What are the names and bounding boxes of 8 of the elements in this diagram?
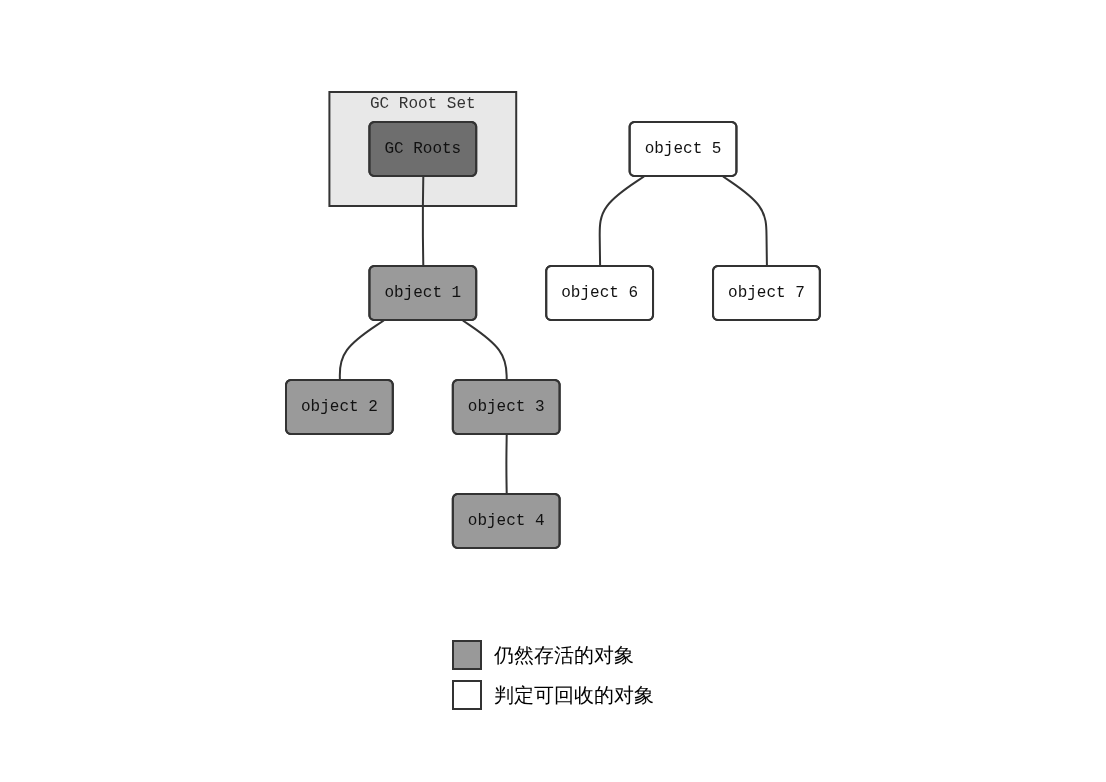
legend-label: 判定可回收的对象 (494, 681, 654, 709)
connector (338, 319, 385, 382)
connector (505, 433, 508, 496)
legend-label: 仍然存活的对象 (494, 641, 634, 669)
connector (722, 175, 768, 268)
connector (598, 175, 646, 268)
connector (461, 319, 508, 382)
connector (421, 175, 425, 268)
